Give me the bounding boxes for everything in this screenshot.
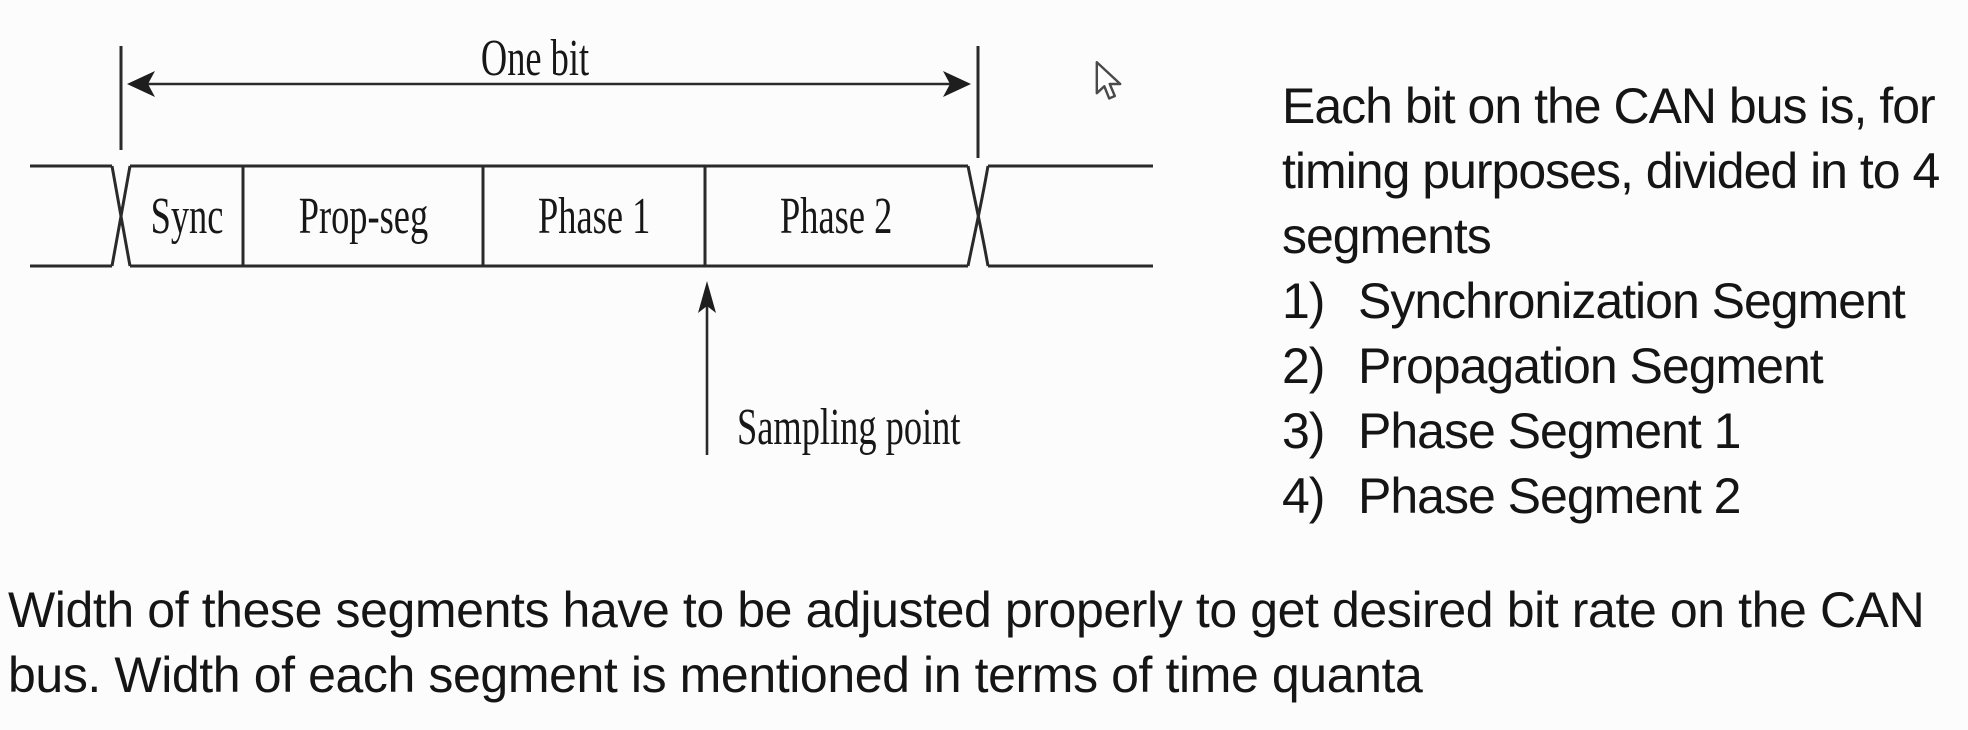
- segment-box-propseg: Prop-seg: [243, 166, 483, 266]
- arrowheads: [127, 71, 971, 313]
- list-item-label: Synchronization Segment: [1358, 273, 1906, 329]
- right-text-block: Each bit on the CAN bus is, for timing p…: [1282, 74, 1940, 529]
- list-item-label: Propagation Segment: [1358, 338, 1824, 394]
- segment-box-phase2: Phase 2: [705, 166, 968, 266]
- list-item: 4) Phase Segment 2: [1282, 464, 1939, 529]
- up-arrowhead-icon: [698, 281, 716, 313]
- list-item-number: 3): [1282, 403, 1325, 459]
- right-text-line: segments: [1282, 208, 1492, 264]
- phase2-label: Phase 2: [780, 187, 893, 245]
- right-text-line: Each bit on the CAN bus is, for: [1282, 78, 1936, 134]
- right-break-mark: [966, 165, 990, 267]
- right-arrowhead-icon: [943, 71, 971, 97]
- segment-box-phase1: Phase 1: [483, 166, 705, 266]
- left-break-mark: [110, 165, 132, 267]
- list-item: 2) Propagation Segment: [1282, 334, 1939, 399]
- sync-label: Sync: [150, 187, 223, 245]
- bottom-text-block: Width of these segments have to be adjus…: [8, 578, 1925, 708]
- segment-box-sync: Sync: [130, 166, 243, 266]
- mouse-cursor-icon: [1095, 61, 1122, 100]
- list-item-label: Phase Segment 2: [1358, 468, 1741, 524]
- list-item-number: 1): [1282, 273, 1325, 329]
- segment-list: 1) Synchronization Segment 2) Propagation …: [1282, 269, 1939, 529]
- list-item: 1) Synchronization Segment: [1282, 269, 1939, 334]
- one-bit-label: One bit: [480, 30, 590, 87]
- cursor-arrow-shape: [1095, 61, 1122, 100]
- list-item-label: Phase Segment 1: [1358, 403, 1741, 459]
- sampling-point-label: Sampling point: [737, 399, 961, 456]
- list-item: 3) Phase Segment 1: [1282, 399, 1939, 464]
- bottom-text-line: bus. Width of each segment is mentioned …: [8, 647, 1423, 703]
- bit-timing-diagram: [30, 46, 1153, 455]
- list-item-number: 2): [1282, 338, 1325, 394]
- propseg-label: Prop-seg: [298, 187, 428, 245]
- diagram-lines: [30, 46, 1153, 455]
- list-item-number: 4): [1282, 468, 1325, 524]
- phase1-label: Phase 1: [537, 187, 651, 245]
- right-text-line: timing purposes, divided in to 4: [1282, 143, 1940, 199]
- left-arrowhead-icon: [127, 71, 155, 97]
- bottom-text-line: Width of these segments have to be adjus…: [8, 582, 1925, 638]
